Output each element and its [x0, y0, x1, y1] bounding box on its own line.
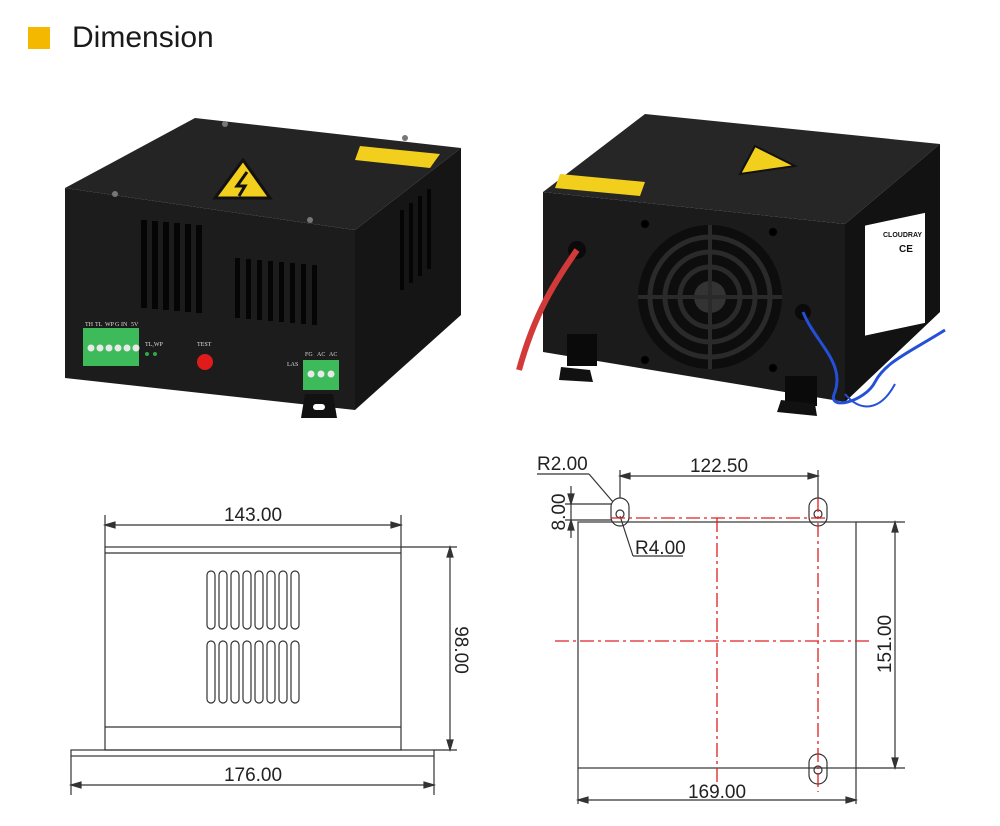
- mounting-foot: [777, 400, 817, 416]
- back-photo: CLOUDRAY CE: [516, 114, 946, 416]
- dimension-slot-end-radius: R4.00: [635, 538, 686, 559]
- terminal-label-tl: TL: [95, 322, 103, 328]
- ce-mark: CE: [899, 244, 913, 255]
- tlwp-label: TL,WP: [145, 342, 163, 348]
- front-outline: [104, 546, 402, 751]
- spec-label: [355, 146, 440, 168]
- product-label: [865, 212, 925, 336]
- terminal-label-th: TH: [85, 322, 94, 328]
- base-flange: [70, 749, 435, 757]
- dimension-width-base: 176.00: [224, 765, 282, 786]
- spec-label: [555, 174, 645, 196]
- blue-wire: [801, 311, 946, 405]
- front-dimension-drawing: 143.00 98.00 176.00: [68, 505, 471, 795]
- test-label: TEST: [197, 342, 212, 348]
- centerlines: [555, 498, 870, 792]
- vent-slots: [206, 570, 300, 704]
- section-title: Dimension: [72, 21, 214, 54]
- dimension-height: 151.00: [875, 615, 896, 673]
- case-right: [355, 148, 461, 410]
- front-vent-right: [235, 258, 317, 325]
- dimension-height: 98.00: [450, 626, 471, 674]
- terminal-label-fg: FG: [305, 352, 313, 358]
- case-top: [543, 114, 940, 224]
- terminal-label-g: G: [115, 322, 120, 328]
- dimension-width-top: 143.00: [224, 505, 282, 526]
- test-button: [197, 354, 213, 370]
- warning-triangle-icon: [738, 144, 799, 176]
- red-wire: [516, 248, 580, 371]
- brand-label: CLOUDRAY: [883, 232, 922, 239]
- mounting-foot: [559, 367, 593, 382]
- cooling-fan: [638, 225, 782, 369]
- terminal-label-in: IN: [121, 322, 128, 328]
- dimension-slot-radius: R2.00: [537, 454, 588, 475]
- dimension-width: 169.00: [688, 782, 746, 803]
- dimension-slot-offset: 8.00: [549, 494, 570, 531]
- case-top: [65, 118, 461, 230]
- front-photo: TH TL WP G IN 5V TL,WP TEST LAS FG AC AC: [65, 118, 461, 418]
- terminal-label-ac2: AC: [329, 352, 337, 358]
- section-header: Dimension: [28, 18, 214, 58]
- laser-label: LAS: [287, 362, 298, 368]
- side-dimension-drawing: R2.00 122.50 8.00 R4.00 151.00 169.00: [537, 454, 905, 804]
- terminal-label-5v: 5V: [131, 322, 139, 328]
- terminal-label-ac1: AC: [317, 352, 325, 358]
- front-vent-left: [141, 220, 202, 313]
- terminal-label-wp: WP: [105, 322, 115, 328]
- side-vent: [400, 189, 431, 290]
- dimension-hole-spacing: 122.50: [690, 456, 748, 477]
- bullet-square-icon: [28, 27, 50, 49]
